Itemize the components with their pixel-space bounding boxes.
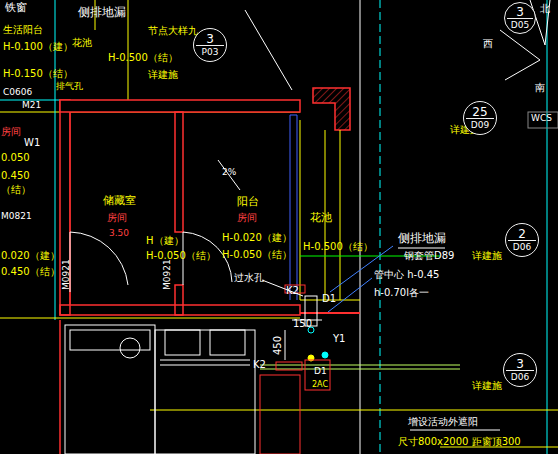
plan-label: H-0.500（结） — [303, 241, 373, 252]
plan-label: C0606 — [3, 88, 32, 98]
callout-divider — [466, 118, 494, 119]
plan-label: 2% — [222, 168, 236, 178]
plan-label: K2 — [286, 285, 299, 296]
plan-label: 2AC — [312, 381, 328, 390]
callout-divider — [196, 45, 224, 46]
plan-label: 排气孔 — [56, 82, 83, 92]
callout-divider — [508, 240, 536, 241]
callout-divider — [507, 18, 533, 19]
plan-label: 3.50 — [109, 229, 129, 239]
plan-label: 详建施 — [472, 250, 502, 261]
plan-label: 管中心 h-0.45 — [374, 269, 439, 280]
plan-label: 铁窗 — [5, 2, 27, 14]
detail-callout: 25D09 — [463, 101, 497, 135]
plan-label: 侧排地漏 — [78, 6, 126, 19]
plan-label: 侧排地漏 — [398, 232, 446, 245]
plan-label: 节点大样九 — [148, 25, 198, 36]
sheet-code: D09 — [464, 121, 496, 130]
plan-label: H-0.500（结） — [108, 52, 178, 63]
plan-label: 房间 — [1, 126, 21, 137]
plan-label: 房间 — [107, 212, 127, 223]
callout-number: 25 — [464, 106, 496, 118]
plan-label: 花池 — [72, 37, 92, 48]
plan-label: H-0.100（建） — [3, 41, 73, 52]
plan-label: 尺寸800x2000 距窗顶300 — [398, 436, 521, 447]
plan-label: 0.050 — [1, 152, 30, 163]
plan-label: 西 — [483, 38, 493, 49]
sheet-code: D05 — [505, 21, 535, 30]
callout-divider — [506, 370, 534, 371]
plan-label: Y1 — [333, 333, 345, 344]
plan-label: 450 — [272, 336, 283, 355]
plan-label: M0921 — [62, 259, 72, 290]
plan-label: 0.450（结） — [1, 266, 60, 277]
plan-label: 详建施 — [472, 380, 502, 391]
plan-label: H-0.020（建） — [222, 232, 292, 243]
plan-label: H-0.050（结） — [222, 249, 292, 260]
plan-label: M0821 — [1, 212, 32, 222]
plan-label: 增设活动外遮阳 — [408, 416, 478, 427]
sheet-code: D06 — [506, 243, 538, 252]
plan-label: 0.020（建） — [1, 250, 60, 261]
plan-label: 过水孔 — [234, 272, 264, 283]
callout-number: 3 — [504, 358, 536, 370]
detail-callout: 3D05 — [504, 2, 536, 34]
plan-label: M0921 — [163, 259, 173, 290]
plan-label: 北 — [540, 3, 550, 14]
plan-label: D1 — [314, 367, 327, 377]
plan-label: 生活阳台 — [3, 24, 43, 35]
sheet-code: D06 — [504, 373, 536, 382]
callout-number: 3 — [194, 33, 226, 45]
callout-number: 2 — [506, 228, 538, 240]
plan-label: 花池 — [310, 212, 332, 224]
sheet-code: P03 — [194, 48, 226, 57]
plan-label: K2 — [253, 359, 266, 370]
plan-label: H-0.150（结） — [3, 68, 73, 79]
plan-label: 南 — [535, 82, 545, 93]
plan-label: M21 — [22, 101, 41, 111]
detail-callout: 3P03 — [193, 28, 227, 62]
plan-label: 储藏室 — [103, 195, 136, 207]
detail-callout: 3D06 — [503, 353, 537, 387]
plan-label: 详建施 — [148, 69, 178, 80]
plan-label: 钢套管D89 — [404, 250, 454, 261]
plan-label: W1 — [24, 137, 40, 148]
detail-callout: 2D06 — [505, 223, 539, 257]
plan-label: 阳台 — [237, 196, 259, 208]
plan-label: WCS — [531, 114, 552, 124]
plan-label: D1 — [322, 293, 336, 304]
plan-label: 房间 — [237, 212, 257, 223]
plan-label: H（建） — [146, 235, 184, 246]
plan-label: 0.450 — [1, 170, 30, 181]
plan-label: （结） — [1, 184, 31, 195]
callout-number: 3 — [505, 6, 535, 18]
plan-label: H-0.050（结） — [146, 250, 216, 261]
plan-label: 150 — [293, 318, 312, 329]
plan-label: h-0.70l各一 — [374, 287, 429, 298]
